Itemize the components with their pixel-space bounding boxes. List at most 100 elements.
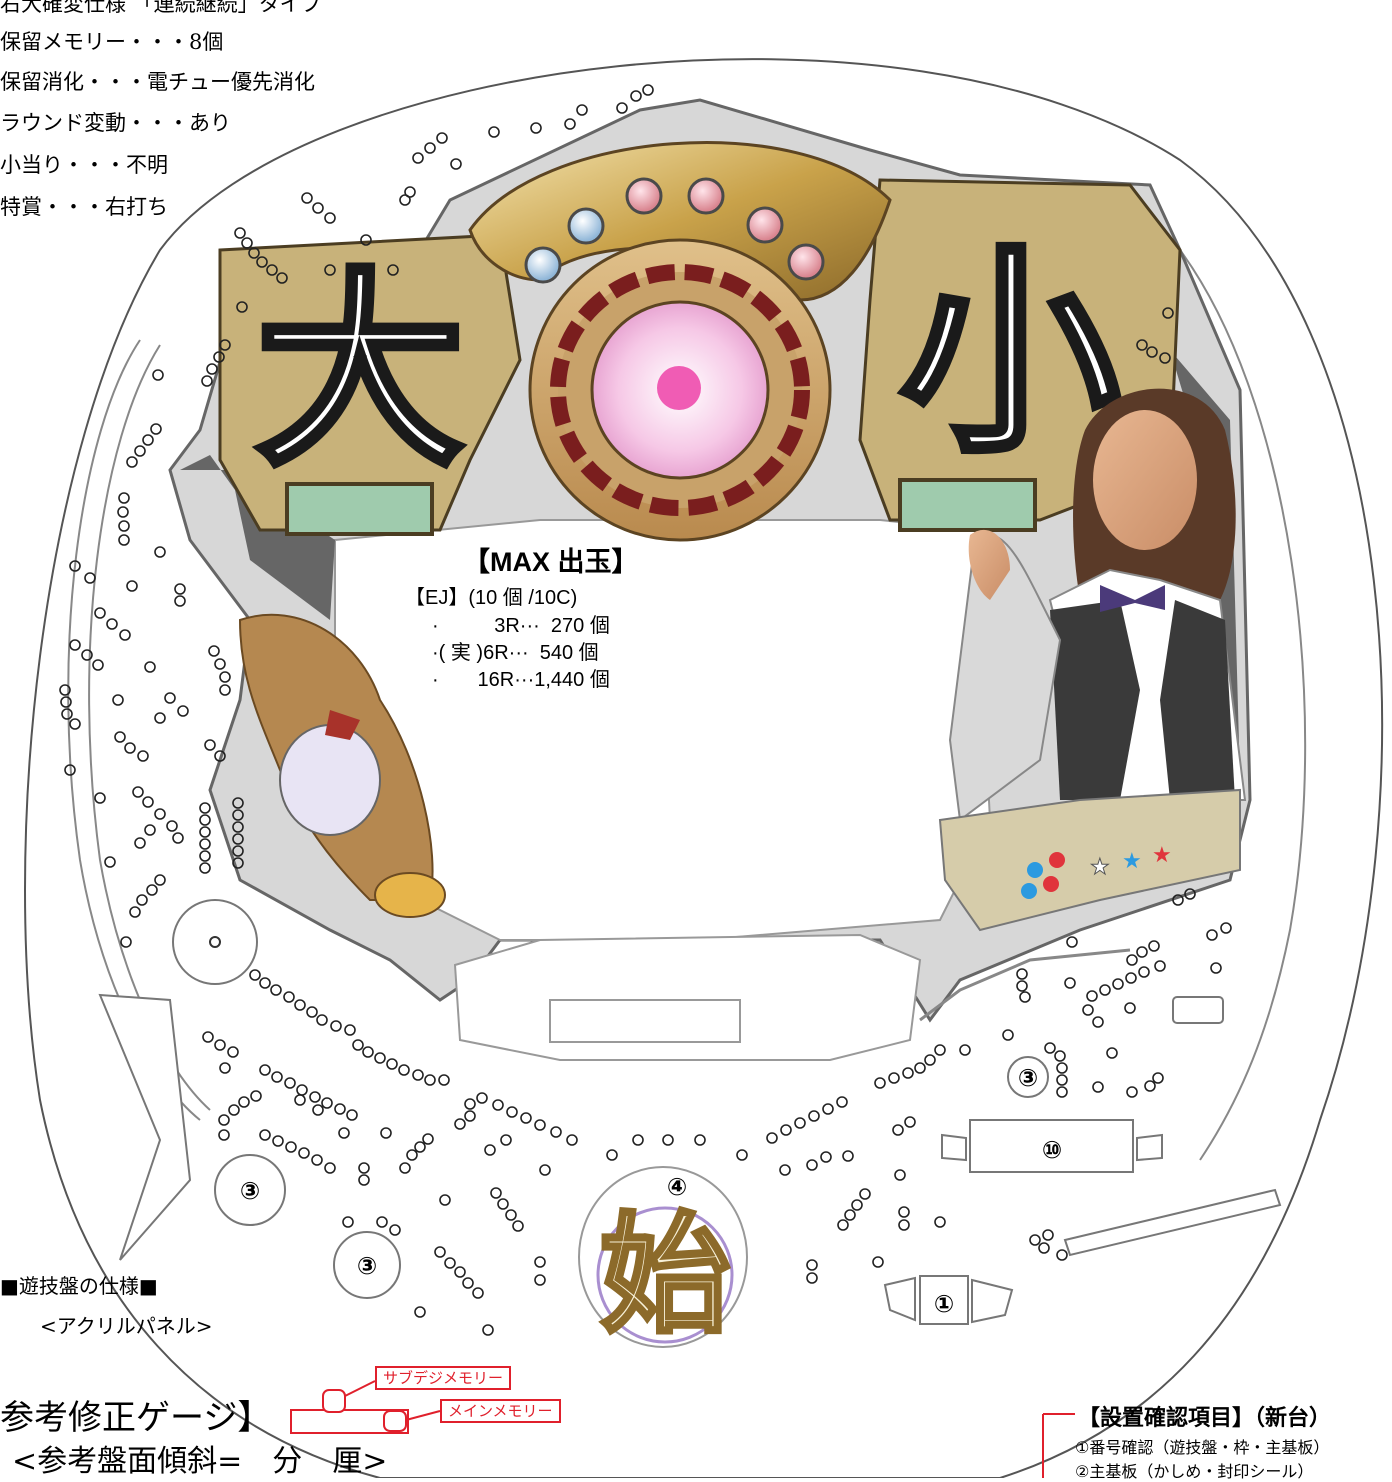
nail-pin [822, 1103, 834, 1115]
star-icon-red: ★ [1152, 843, 1172, 868]
nail-pin [199, 850, 211, 862]
nail-pin [142, 434, 154, 446]
marker-3-left: ③ [240, 1177, 260, 1205]
nail-pin [1099, 984, 1111, 996]
nail-pin [208, 645, 220, 657]
nail-pin [296, 1084, 308, 1096]
nail-pin [1162, 307, 1174, 319]
nail-pin [387, 264, 399, 276]
nail-pin [520, 1112, 532, 1124]
nail-pin [59, 684, 71, 696]
nail-pin [439, 1194, 451, 1206]
nail-pin [872, 1256, 884, 1268]
nail-pin [662, 1134, 674, 1146]
pocket-1-wing-left [883, 1276, 916, 1322]
nail-pin [204, 739, 216, 751]
main-memory-label: メインメモリー [440, 1399, 561, 1423]
nail-pin [894, 1169, 906, 1181]
nail-pin [362, 1046, 374, 1058]
nail-pin [736, 1149, 748, 1161]
nail-pin [851, 1199, 863, 1211]
sub-leader-line [344, 1380, 376, 1397]
nail-pin [924, 1054, 936, 1066]
nail-pin [898, 1219, 910, 1231]
nail-pin [232, 797, 244, 809]
nail-pin [904, 1116, 916, 1128]
orb-blue-1 [524, 246, 562, 284]
nail-pin [1154, 960, 1166, 972]
nail-pin [454, 1118, 466, 1130]
nail-pin [1092, 1016, 1104, 1028]
nail-pin [389, 1224, 401, 1236]
nail-pin [214, 750, 226, 762]
orb-pink-2 [687, 177, 725, 215]
chip-red-2 [1043, 876, 1059, 892]
nail-pin [94, 792, 106, 804]
start-pocket-outer [578, 1166, 748, 1348]
nail-pin [454, 1266, 466, 1278]
nail-pin [201, 375, 213, 387]
nail-pin [1044, 1042, 1056, 1054]
nail-pin [934, 1216, 946, 1228]
nail-pin [324, 1162, 336, 1174]
nail-pin [256, 256, 268, 268]
nail-pin [406, 1149, 418, 1161]
nail-pin [330, 1020, 342, 1032]
nail-pin [199, 802, 211, 814]
nail-pin [64, 764, 76, 776]
nail-pin [119, 629, 131, 641]
nail-pin [69, 560, 81, 572]
nail-pin [164, 692, 176, 704]
nail-pin [1206, 929, 1218, 941]
nail-pin [630, 90, 642, 102]
max-output-title: 【MAX 出玉】 [463, 547, 639, 577]
nail-pin [232, 833, 244, 845]
nail-pin [808, 1110, 820, 1122]
nail-pin [272, 1135, 284, 1147]
nail-pin [576, 104, 588, 116]
nail-pin [118, 520, 130, 532]
nail-pin [311, 1154, 323, 1166]
nail-pin [294, 999, 306, 1011]
pocket-1-box [919, 1275, 969, 1325]
nail-pin [1016, 968, 1028, 980]
nail-pin [259, 1129, 271, 1141]
nail-pin [358, 1162, 370, 1174]
nail-pin [934, 1044, 946, 1056]
nail-pin [414, 1306, 426, 1318]
chip-blue-1 [1027, 862, 1043, 878]
emblem-center-dot [657, 366, 701, 410]
nail-pin [218, 1129, 230, 1141]
nail-pin [472, 1287, 484, 1299]
nail-pin [902, 1067, 914, 1079]
nail-pin [81, 649, 93, 661]
nail-pin [312, 202, 324, 214]
max-output-ej: 【EJ】(10 個 /10C) [405, 587, 578, 609]
nail-pin [338, 1127, 350, 1139]
center-stage-slot [549, 999, 741, 1043]
star-icon-blue: ★ [1122, 849, 1142, 874]
nail-pin [1054, 1050, 1066, 1062]
nail-pin [859, 1188, 871, 1200]
orb-pink-1 [625, 177, 663, 215]
nail-pin [259, 977, 271, 989]
nail-pin [360, 234, 372, 246]
nail-pin [142, 796, 154, 808]
nail-pin [213, 351, 225, 363]
nail-pin [238, 1096, 250, 1108]
nail-pin [842, 1150, 854, 1162]
nail-pin [534, 1274, 546, 1286]
nail-pin [564, 118, 576, 130]
nail-pin [227, 1046, 239, 1058]
nail-pin [892, 1124, 904, 1136]
nail-pin [144, 824, 156, 836]
nail-pin [898, 1206, 910, 1218]
nail-pin [174, 595, 186, 607]
orb-pink-3 [746, 206, 784, 244]
nail-pin [126, 456, 138, 468]
nail-pin [412, 1069, 424, 1081]
nail-pin [114, 731, 126, 743]
dealer-vest-right [1160, 600, 1235, 800]
nail-pin [234, 227, 246, 239]
